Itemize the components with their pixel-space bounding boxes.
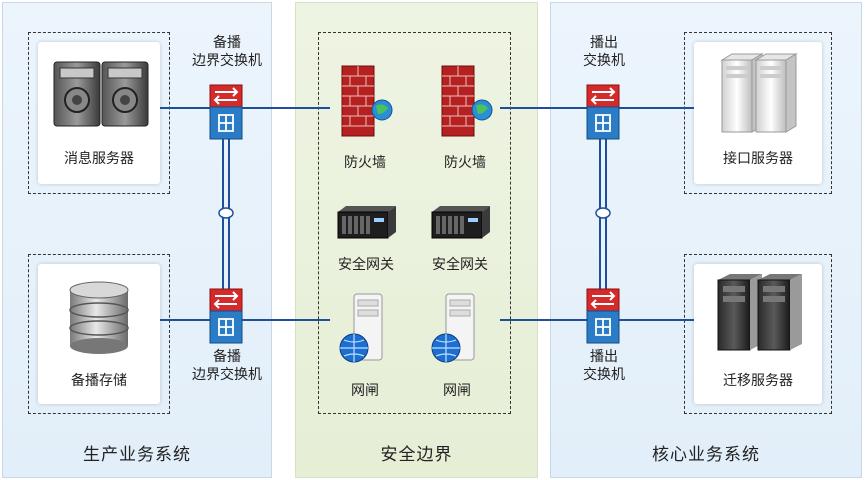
- storage-cylinder-icon: [69, 281, 129, 354]
- switch-label-line: 播出: [590, 349, 618, 365]
- switch-icon: [209, 84, 243, 140]
- bundle-marker-left: [218, 207, 234, 219]
- switch-icon: [209, 288, 243, 344]
- gatekeeper-1-label: 网闸: [351, 383, 379, 399]
- production-system-title: 生产业务系统: [83, 445, 191, 465]
- switch-label-line: 备播: [213, 349, 241, 365]
- backup-storage-label: 备播存储: [71, 373, 127, 389]
- interface-server-icon: [720, 53, 798, 133]
- security-gateway-1-label: 安全网关: [338, 257, 394, 273]
- firewall-icon: [441, 65, 493, 137]
- firewall-2-label: 防火墙: [444, 155, 486, 171]
- interface-server-label: 接口服务器: [723, 151, 793, 167]
- migration-server-group: [684, 254, 832, 414]
- security-boundary-zone: [295, 2, 538, 478]
- gatekeeper-icon: [431, 293, 475, 363]
- switch-label-line: 备播: [213, 35, 241, 51]
- right-top-switch-label: 播出 交换机: [562, 34, 646, 70]
- switch-label-line: 交换机: [583, 53, 625, 69]
- migration-server-label: 迁移服务器: [723, 373, 793, 389]
- left-top-switch-label: 备播 边界交换机: [182, 34, 272, 70]
- security-gateway-2-label: 安全网关: [432, 257, 488, 273]
- message-server-icon: [53, 61, 149, 127]
- switch-label-line: 边界交换机: [192, 367, 262, 383]
- core-system-title: 核心业务系统: [652, 445, 760, 465]
- backup-storage-group: [28, 254, 170, 414]
- bundle-marker-right: [595, 207, 611, 219]
- firewall-1-label: 防火墙: [344, 155, 386, 171]
- migration-server-icon: [717, 274, 802, 351]
- gatekeeper-2-label: 网闸: [443, 383, 471, 399]
- message-server-label: 消息服务器: [64, 151, 134, 167]
- message-server-group: [28, 32, 170, 194]
- switch-label-line: 播出: [590, 35, 618, 51]
- security-devices-group: [318, 32, 511, 414]
- left-bottom-switch-label: 备播 边界交换机: [182, 348, 272, 384]
- right-bottom-switch-label: 播出 交换机: [562, 348, 646, 384]
- switch-icon: [586, 288, 620, 344]
- security-gateway-icon: [431, 206, 490, 239]
- firewall-icon: [341, 65, 393, 137]
- switch-icon: [586, 84, 620, 140]
- gatekeeper-icon: [339, 293, 383, 363]
- switch-label-line: 边界交换机: [192, 53, 262, 69]
- security-gateway-icon: [337, 206, 396, 239]
- security-boundary-title: 安全边界: [380, 445, 453, 465]
- interface-server-group: [684, 32, 832, 194]
- switch-label-line: 交换机: [583, 367, 625, 383]
